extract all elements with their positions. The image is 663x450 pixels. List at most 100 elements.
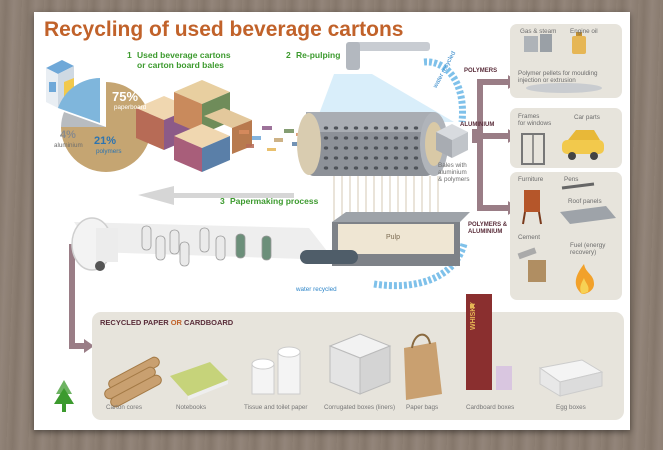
drum-hole — [343, 166, 349, 170]
roof-panel-icon — [560, 206, 616, 224]
drum-hole — [383, 166, 389, 170]
milk-carton-icon — [46, 60, 74, 108]
pellets-label-line-1: Polymer pellets for moulding — [518, 70, 598, 77]
product-label: Corrugated boxes (liners) — [324, 404, 396, 411]
drum-hole — [353, 146, 359, 150]
drum-hole — [323, 146, 329, 150]
product-label: Egg boxes — [556, 404, 586, 411]
product-label: Paper bags — [406, 404, 439, 411]
paper-bag-icon — [404, 333, 442, 400]
gas-steam-label: Gas & steam — [520, 28, 557, 35]
machine-roller — [169, 229, 180, 255]
aluminium-label: aluminium — [54, 142, 83, 149]
water-recycled-bottom-label: water recycled — [296, 286, 337, 293]
polymers-percent: 21% — [94, 135, 117, 147]
composition-pie-chart — [58, 78, 151, 172]
drum-hole — [393, 136, 399, 140]
frames-label-line-1: Frames — [518, 113, 540, 120]
infographic-poster: Recycling of used beverage cartons 1 Use… — [34, 12, 630, 430]
pens-label: Pens — [564, 176, 579, 183]
category-arrows — [69, 79, 508, 349]
polymers-aluminium-category-line-1: POLYMERS & — [468, 222, 508, 228]
roof-panels-label: Roof panels — [568, 198, 602, 205]
drum-hole — [403, 126, 409, 130]
pen-icon — [561, 182, 595, 190]
furniture-label: Furniture — [518, 176, 544, 183]
drum-hole — [363, 136, 369, 140]
window-frame-icon — [521, 133, 545, 165]
drum-hole — [363, 146, 369, 150]
product-label: Notebooks — [176, 404, 207, 411]
step-2-label: Re-pulping — [296, 50, 341, 60]
notebook-icon — [170, 362, 228, 400]
step-3-number: 3 — [220, 196, 225, 206]
drum-hole — [413, 146, 419, 150]
drum-hole — [333, 166, 339, 170]
step-1-line-1: Used beverage cartons — [137, 50, 231, 60]
aluminium-polymer-bale-icon — [436, 124, 468, 158]
cement-label: Cement — [518, 234, 541, 241]
drum-hole — [343, 126, 349, 130]
gas-steam-icon — [524, 34, 552, 52]
bales-label-line-2: aluminium — [438, 169, 467, 176]
drum-hole — [343, 156, 349, 160]
drum-hole — [353, 126, 359, 130]
drum-hole — [373, 146, 379, 150]
step-2-number: 2 — [286, 50, 291, 60]
fire-icon — [575, 264, 594, 294]
drum-hole — [353, 166, 359, 170]
diagram-graphics — [46, 42, 518, 412]
drum-hole — [323, 136, 329, 140]
carton-bale-icon — [136, 80, 252, 172]
drum-hole — [323, 166, 329, 170]
machine-roller — [179, 241, 190, 267]
cement-bag-icon — [517, 247, 546, 282]
machine-roller — [235, 233, 246, 259]
machine-roller — [155, 235, 166, 261]
drum-hole — [393, 146, 399, 150]
cardboard-box-icon — [466, 294, 512, 390]
egg-box-icon — [538, 359, 604, 397]
drum-hole — [393, 156, 399, 160]
step-1-line-2: or carton board bales — [137, 60, 224, 70]
drum-hole — [333, 126, 339, 130]
aluminium-products-panel — [510, 108, 622, 168]
toilet-paper-icon — [251, 346, 301, 395]
panel-icons — [104, 32, 616, 408]
pie-aluminium-slice — [61, 112, 106, 127]
carton-cores-icon — [104, 356, 162, 408]
chair-icon — [522, 190, 542, 225]
drum-hole — [353, 156, 359, 160]
aluminium-category-label: ALUMINIUM — [460, 122, 495, 128]
drum-hole — [373, 156, 379, 160]
product-label: Tissue and toilet paper — [244, 404, 308, 411]
recycling-logo-icon — [54, 380, 74, 412]
product-label: Cardboard boxes — [466, 404, 515, 411]
drum-hole — [403, 136, 409, 140]
drum-hole — [333, 156, 339, 160]
drum-hole — [373, 126, 379, 130]
polymers-category-label: POLYMERS — [464, 68, 498, 74]
drum-hole — [333, 136, 339, 140]
pellets-label-line-2: injection or extrusion — [518, 77, 576, 84]
drum-hole — [383, 136, 389, 140]
drum-hole — [403, 146, 409, 150]
machine-roller — [261, 235, 272, 261]
drum-hole — [323, 156, 329, 160]
pulp-label: Pulp — [386, 234, 401, 241]
paperboard-label: paperboard — [114, 104, 147, 111]
aluminium-percent: 4% — [60, 129, 76, 141]
drum-hole — [383, 126, 389, 130]
corrugated-box-icon — [328, 333, 392, 395]
drum-hole — [393, 166, 399, 170]
drum-hole — [363, 166, 369, 170]
drum-hole — [363, 156, 369, 160]
step-1-number: 1 — [127, 50, 132, 60]
frames-label-line-2: for windows — [518, 120, 552, 127]
engine-oil-label: Engine oil — [570, 28, 598, 35]
polymers-label: polymers — [96, 148, 122, 155]
step-3-label: Papermaking process — [230, 196, 319, 206]
drum-hole — [413, 126, 419, 130]
drum-perforations — [323, 126, 419, 170]
car-icon — [562, 130, 604, 160]
